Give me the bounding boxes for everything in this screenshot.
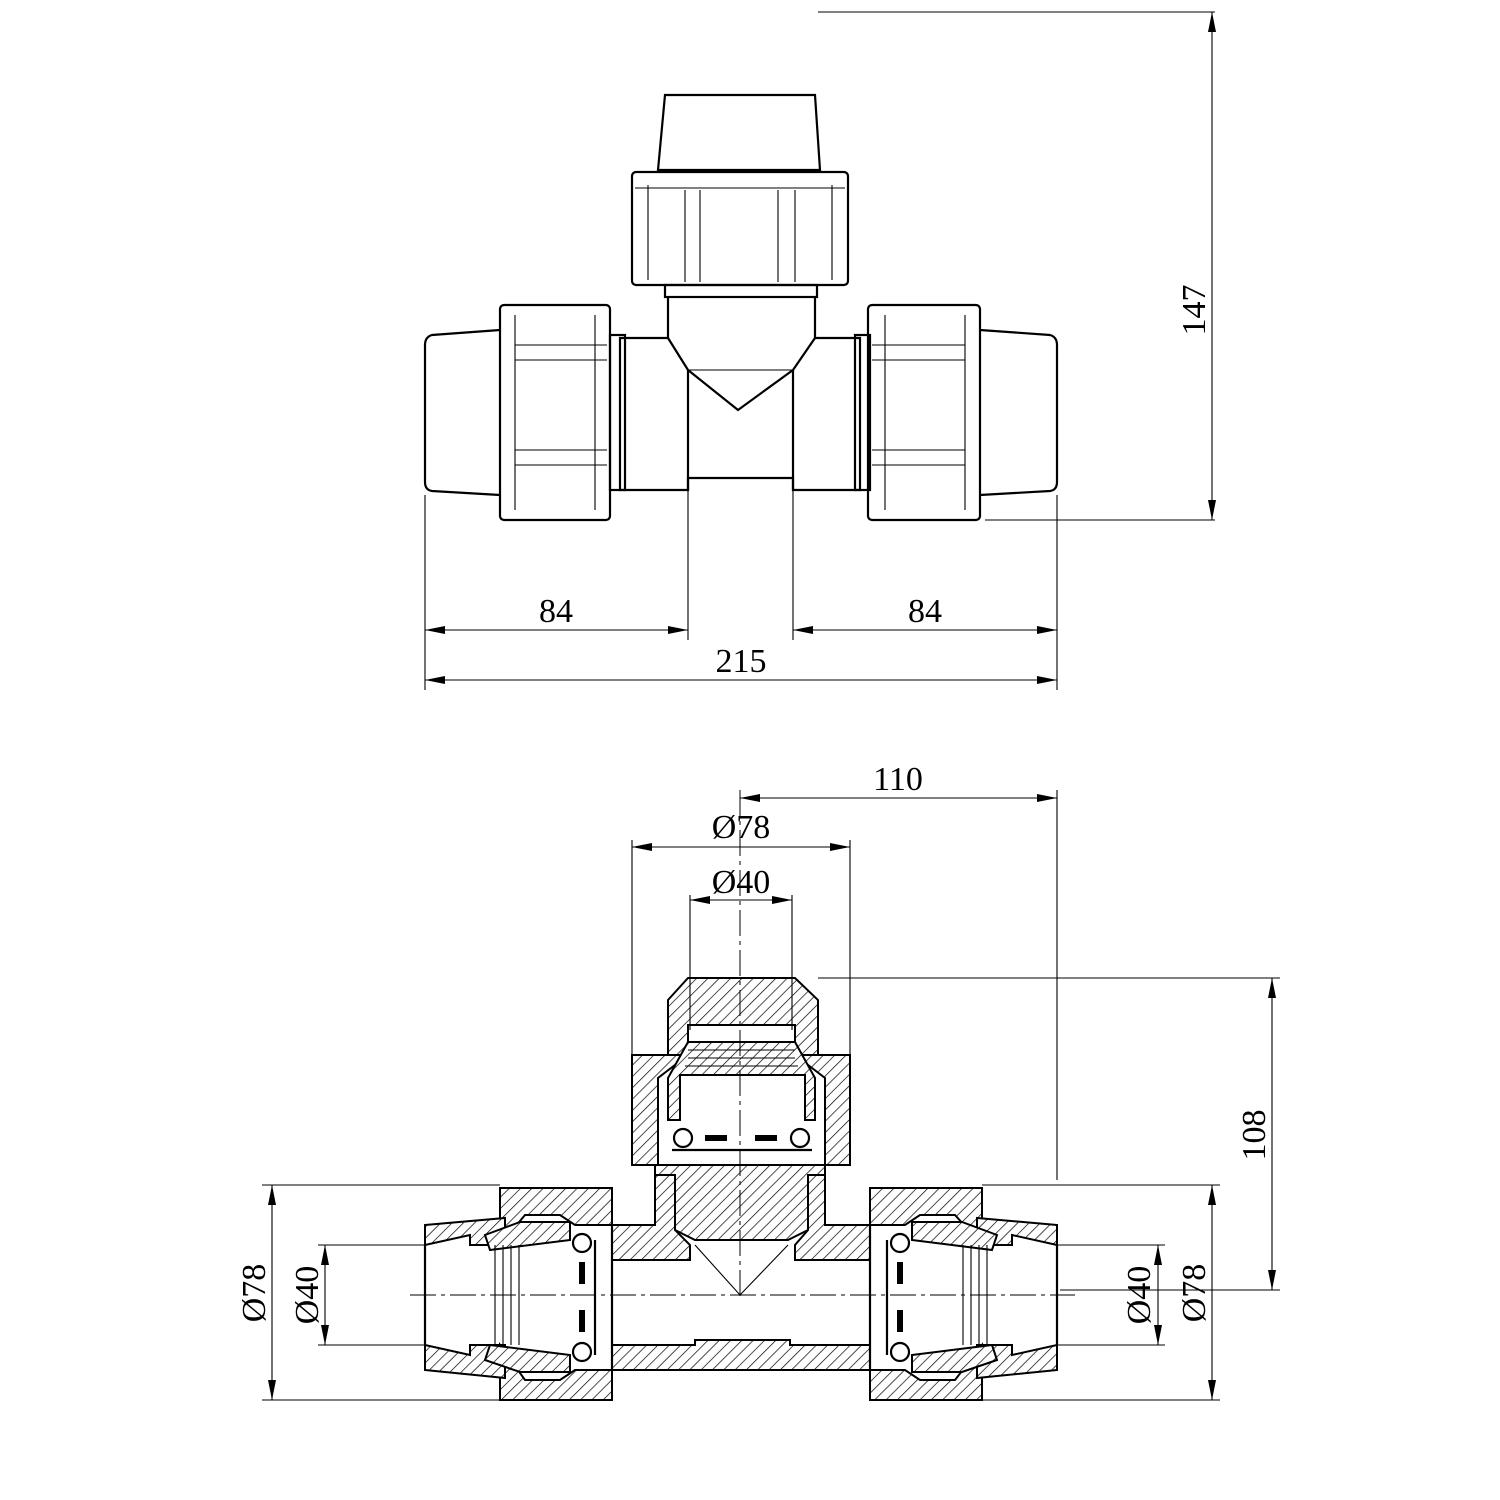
tee-body-top-wall [611,1174,871,1261]
right-outer-diameter-dimension: Ø78 [1176,1264,1213,1323]
section-dimensions: 110 Ø78 Ø40 108 Ø78 Ø40 Ø40 Ø78 [236,761,1280,1401]
right-oring-bottom [889,1341,911,1363]
left-outer-diameter-dimension: Ø78 [236,1264,273,1323]
total-length-dimension: 215 [716,643,767,680]
branch-cap [656,93,822,172]
left-length-dimension: 84 [539,593,573,630]
right-adapter-ring [853,333,872,492]
branch-intersection [667,337,816,412]
right-end-cap [979,328,1059,497]
section-view [410,790,1075,1401]
branch-cone [694,1244,789,1296]
right-inner-diameter-dimension: Ø40 [1121,1266,1158,1325]
left-nut [498,303,612,522]
right-collet-bottom [911,1343,999,1373]
branch-height-dimension: 108 [1236,1110,1273,1161]
left-end-cap [423,328,501,497]
branch-oring-left [672,1127,694,1149]
branch-outer-diameter-dimension: Ø78 [712,809,771,846]
left-nut-ribs [514,315,607,510]
right-nut [866,303,982,522]
branch-offset-dimension: 110 [873,761,923,798]
height-dimension: 147 [1176,285,1213,336]
right-nut-ribs [872,315,966,510]
right-oring-top [889,1232,911,1254]
left-seal-dashes [579,1262,585,1332]
front-view [423,93,1059,522]
branch-oring-right [789,1127,811,1149]
left-oring-top [571,1232,593,1254]
branch-seal-dashes [705,1135,777,1141]
front-dimensions: 147 84 84 215 [424,11,1216,690]
branch-collar [663,283,819,299]
tee-body-bottom-wall [611,1339,871,1371]
left-collet-top [483,1221,571,1252]
left-oring-bottom [571,1341,593,1363]
branch-inner-diameter-dimension: Ø40 [712,864,771,901]
right-collet-top [911,1221,999,1252]
branch-nut-ribs [635,185,845,282]
tee-body [618,297,862,492]
branch-nut [630,170,850,287]
branch-collet-teeth [685,1049,798,1067]
right-seal-dashes [897,1262,903,1332]
branch-collet-section [667,1041,816,1121]
left-adapter-ring [608,333,627,492]
left-inner-diameter-dimension: Ø40 [289,1266,326,1325]
right-length-dimension: 84 [908,593,942,630]
left-collet-bottom [483,1343,571,1373]
